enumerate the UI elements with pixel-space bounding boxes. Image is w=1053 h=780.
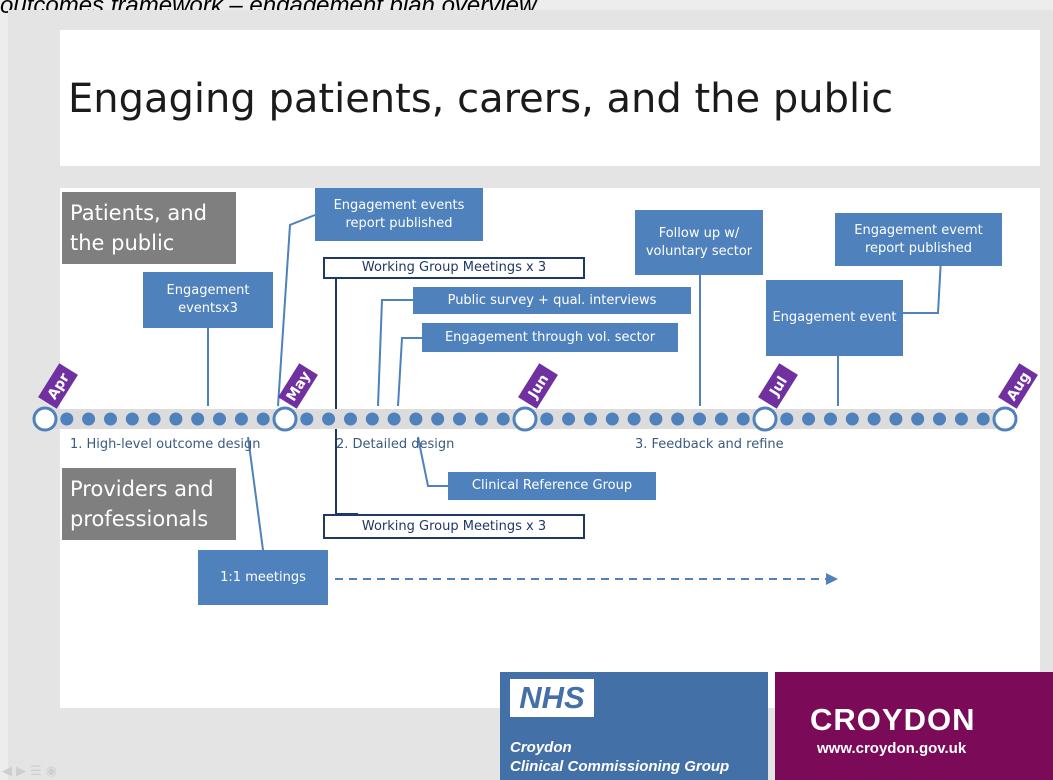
croydon-logo: CROYDON xyxy=(810,702,976,737)
box-wg-meetings-providers: Working Group Meetings x 3 xyxy=(323,514,585,539)
box-evemt-report: Engagement evemt report published xyxy=(835,213,1002,266)
timeline-dot xyxy=(736,412,750,426)
timeline-dot xyxy=(60,412,74,426)
timeline-dot xyxy=(409,412,423,426)
timeline-dot xyxy=(671,412,685,426)
timeline-dot xyxy=(125,412,139,426)
wg-bracket xyxy=(335,275,358,515)
nhs-org-name: Croydon Clinical Commissioning Group xyxy=(510,739,730,775)
month-tag xyxy=(758,363,798,409)
wg-bracket-line xyxy=(335,275,358,515)
connector-lines xyxy=(207,214,943,551)
month-label-jun: Jun xyxy=(518,363,558,409)
timeline-dots xyxy=(60,412,990,426)
timeline-dot xyxy=(714,412,728,426)
month-tag xyxy=(278,363,318,409)
timeline-dot xyxy=(147,412,161,426)
timeline-dot xyxy=(976,412,990,426)
timeline-dot xyxy=(344,412,357,426)
timeline-dot xyxy=(802,412,816,426)
timeline-dot xyxy=(453,412,466,426)
timeline-dot xyxy=(693,412,706,426)
box-events-x3: Engagement eventsx3 xyxy=(143,272,273,328)
box-one-to-one: 1:1 meetings xyxy=(198,550,328,605)
timeline-dot xyxy=(322,412,336,426)
timeline-dot xyxy=(824,412,837,426)
month-node xyxy=(992,406,1018,432)
month-tag xyxy=(518,363,558,409)
timeline-dot xyxy=(234,412,248,426)
timeline-dot xyxy=(867,412,881,426)
group-label-patients: Patients, and the public xyxy=(62,192,236,264)
timeline-dot xyxy=(889,412,903,426)
timeline-dot xyxy=(627,412,641,426)
timeline-dot xyxy=(82,412,96,426)
phase-label-3: 3. Feedback and refine xyxy=(635,437,784,452)
box-wg-meetings-patients: Working Group Meetings x 3 xyxy=(323,257,585,279)
connector-crg xyxy=(417,436,448,487)
connector-one-to-one xyxy=(247,436,264,551)
timeline-dot xyxy=(300,412,314,426)
month-label-may: May xyxy=(278,363,318,409)
connector-public-survey xyxy=(377,299,413,407)
title-band xyxy=(60,30,1040,166)
month-label-aug: Aug xyxy=(998,363,1038,409)
timeline-dot xyxy=(496,412,510,426)
box-clinical-reference-group: Clinical Reference Group xyxy=(448,472,656,500)
slide-nav-icons[interactable]: ◀▶☰◉ xyxy=(2,764,61,779)
connector-events-report xyxy=(277,214,316,407)
timeline-dot xyxy=(191,412,205,426)
month-label-apr: Apr xyxy=(38,363,78,409)
timeline-dot xyxy=(605,412,619,426)
box-engagement-event: Engagement event xyxy=(766,280,903,356)
month-node xyxy=(32,406,58,432)
timeline-dot xyxy=(562,412,576,426)
box-vol-sector: Engagement through vol. sector xyxy=(422,323,678,352)
timeline-dot xyxy=(365,412,379,426)
timeline-dot xyxy=(584,412,597,426)
timeline-dot xyxy=(431,412,445,426)
timeline-dot xyxy=(780,412,794,426)
timeline-dot xyxy=(104,412,117,426)
timeline-dot xyxy=(169,412,183,426)
timeline-dot xyxy=(845,412,859,426)
timeline-dot xyxy=(954,412,968,426)
croydon-logo-block xyxy=(775,672,1053,780)
box-follow-up: Follow up w/ voluntary sector xyxy=(635,210,763,275)
month-label-jul: Jul xyxy=(758,363,798,409)
month-tag xyxy=(38,363,78,409)
timeline-dot xyxy=(911,412,925,426)
timeline-dot xyxy=(540,412,554,426)
timeline-dot xyxy=(387,412,401,426)
timeline-dot xyxy=(256,412,270,426)
croydon-url: www.croydon.gov.uk xyxy=(817,740,967,757)
month-node xyxy=(272,406,298,432)
nhs-logo: NHS xyxy=(510,679,594,717)
timeline-dot xyxy=(474,412,488,426)
timeline-dot xyxy=(213,412,226,426)
slide-title: Engaging patients, carers, and the publi… xyxy=(68,76,894,122)
phase-label-2: 2. Detailed design xyxy=(336,437,455,452)
connector-vol-sector xyxy=(397,337,422,407)
one-to-one-arrowhead xyxy=(826,573,838,585)
box-events-report: Engagement events report published xyxy=(315,188,483,241)
month-node xyxy=(512,406,538,432)
group-label-providers: Providers and professionals xyxy=(62,468,236,540)
phase-label-1: 1. High-level outcome design xyxy=(70,437,261,452)
month-tag xyxy=(998,363,1038,409)
timeline-dot xyxy=(933,412,946,426)
box-public-survey: Public survey + qual. interviews xyxy=(413,287,691,314)
month-node xyxy=(752,406,778,432)
timeline-dot xyxy=(649,412,663,426)
